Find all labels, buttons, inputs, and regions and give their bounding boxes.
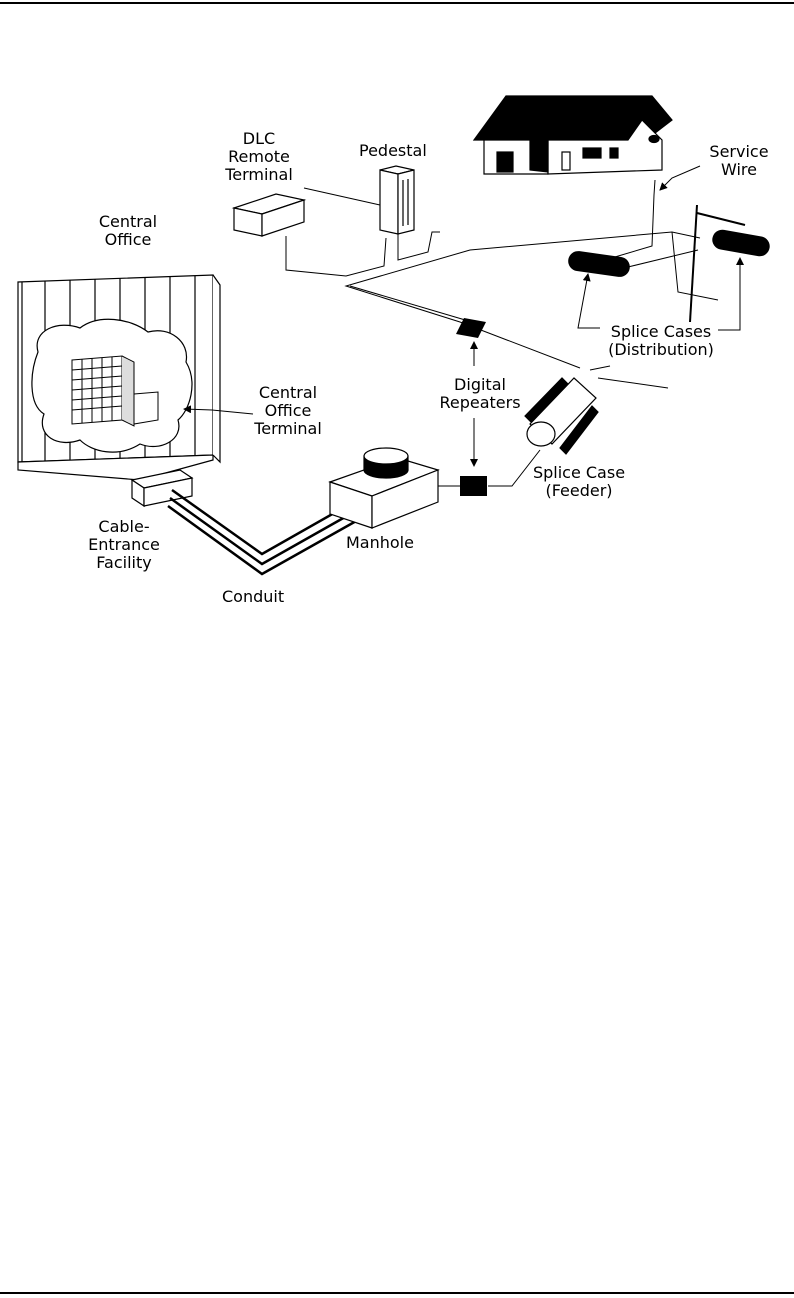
cable-entrance-facility-label: Cable- Entrance Facility	[88, 517, 160, 572]
pedestal-label: Pedestal	[359, 141, 427, 160]
digital-repeater-upper	[456, 318, 486, 338]
house	[472, 95, 673, 175]
conduit-lines	[167, 488, 359, 576]
splice-cases-distribution-label: Splice Cases (Distribution)	[608, 322, 714, 359]
central-office-label: Central Office	[98, 212, 158, 249]
bottom-rule	[0, 1292, 794, 1294]
service-wire-label: Service Wire	[709, 142, 769, 179]
digital-repeater-box	[460, 476, 487, 496]
leader-arrows	[183, 165, 744, 467]
conduit-label: Conduit	[222, 587, 285, 606]
utility-pole	[689, 204, 746, 323]
manhole-label: Manhole	[346, 533, 414, 552]
splice-case-distribution-1	[568, 251, 630, 277]
dlc-remote-terminal-box	[231, 193, 307, 237]
splice-case-feeder-label: Splice Case (Feeder)	[532, 463, 626, 500]
splice-case-feeder	[524, 377, 599, 455]
central-office-terminal-label: Central Office Terminal	[254, 383, 322, 438]
central-office-terminal-equipment	[71, 355, 159, 427]
digital-repeaters-label: Digital Repeaters	[439, 375, 521, 412]
cable-entrance-box	[130, 469, 194, 508]
distribution-cable-lines	[285, 179, 719, 369]
dlc-remote-terminal-label: DLC Remote Terminal	[225, 129, 293, 184]
top-rule	[0, 2, 794, 4]
feeder-cable-lines	[438, 365, 669, 487]
pedestal-structure	[379, 165, 415, 235]
splice-case-distribution-2	[712, 229, 770, 257]
manhole-structure	[328, 447, 440, 529]
